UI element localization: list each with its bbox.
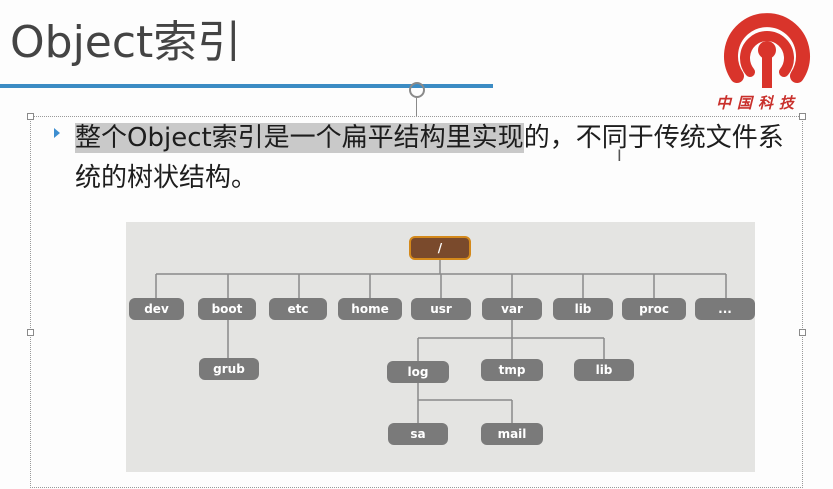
- tree-node-dev: dev: [129, 298, 184, 320]
- tree-node-var: var: [482, 298, 542, 320]
- directory-tree-diagram[interactable]: / dev boot etc home usr var lib proc ...…: [126, 222, 755, 472]
- tree-node-boot: boot: [198, 298, 256, 320]
- tree-connectors: [155, 258, 727, 423]
- resize-handle-top-left[interactable]: [27, 113, 34, 120]
- bullet-text-rest[interactable]: 的，不同于传统文件系统的树状结构。: [75, 123, 784, 193]
- rotate-handle-stem: [416, 98, 417, 116]
- tree-node-sa: sa: [388, 423, 448, 445]
- resize-handle-top-right[interactable]: [799, 113, 806, 120]
- bullet-text[interactable]: 整个Object索引是一个扁平结构里实现的，不同于传统文件系统的树状结构。: [75, 118, 795, 198]
- bullet-icon: [54, 128, 60, 138]
- resize-handle-right[interactable]: [799, 329, 806, 336]
- tree-node-mail: mail: [481, 423, 543, 445]
- tree-node-var-lib: lib: [574, 359, 634, 381]
- tree-node-grub: grub: [199, 358, 259, 380]
- tree-node-log: log: [387, 361, 449, 383]
- textbox-frame[interactable]: [30, 116, 803, 488]
- title-underline: [0, 84, 493, 88]
- tree-node-usr: usr: [411, 298, 471, 320]
- tree-node-etc: etc: [269, 298, 327, 320]
- tree-node-root: /: [409, 236, 471, 260]
- rotate-handle-icon[interactable]: [409, 82, 425, 98]
- tree-node-lib: lib: [553, 298, 613, 320]
- resize-handle-left[interactable]: [27, 329, 34, 336]
- logo-icon: [724, 13, 810, 88]
- tree-node-tmp: tmp: [481, 359, 543, 381]
- tree-node-home: home: [338, 298, 402, 320]
- tree-node-more: ...: [695, 298, 755, 320]
- selected-text[interactable]: 整个Object索引是一个扁平结构里实现: [75, 123, 524, 153]
- slide-title: Object索引: [10, 17, 242, 68]
- tree-node-proc: proc: [622, 298, 686, 320]
- logo-text: 中国科技: [716, 94, 801, 112]
- text-cursor-icon: I: [617, 146, 622, 165]
